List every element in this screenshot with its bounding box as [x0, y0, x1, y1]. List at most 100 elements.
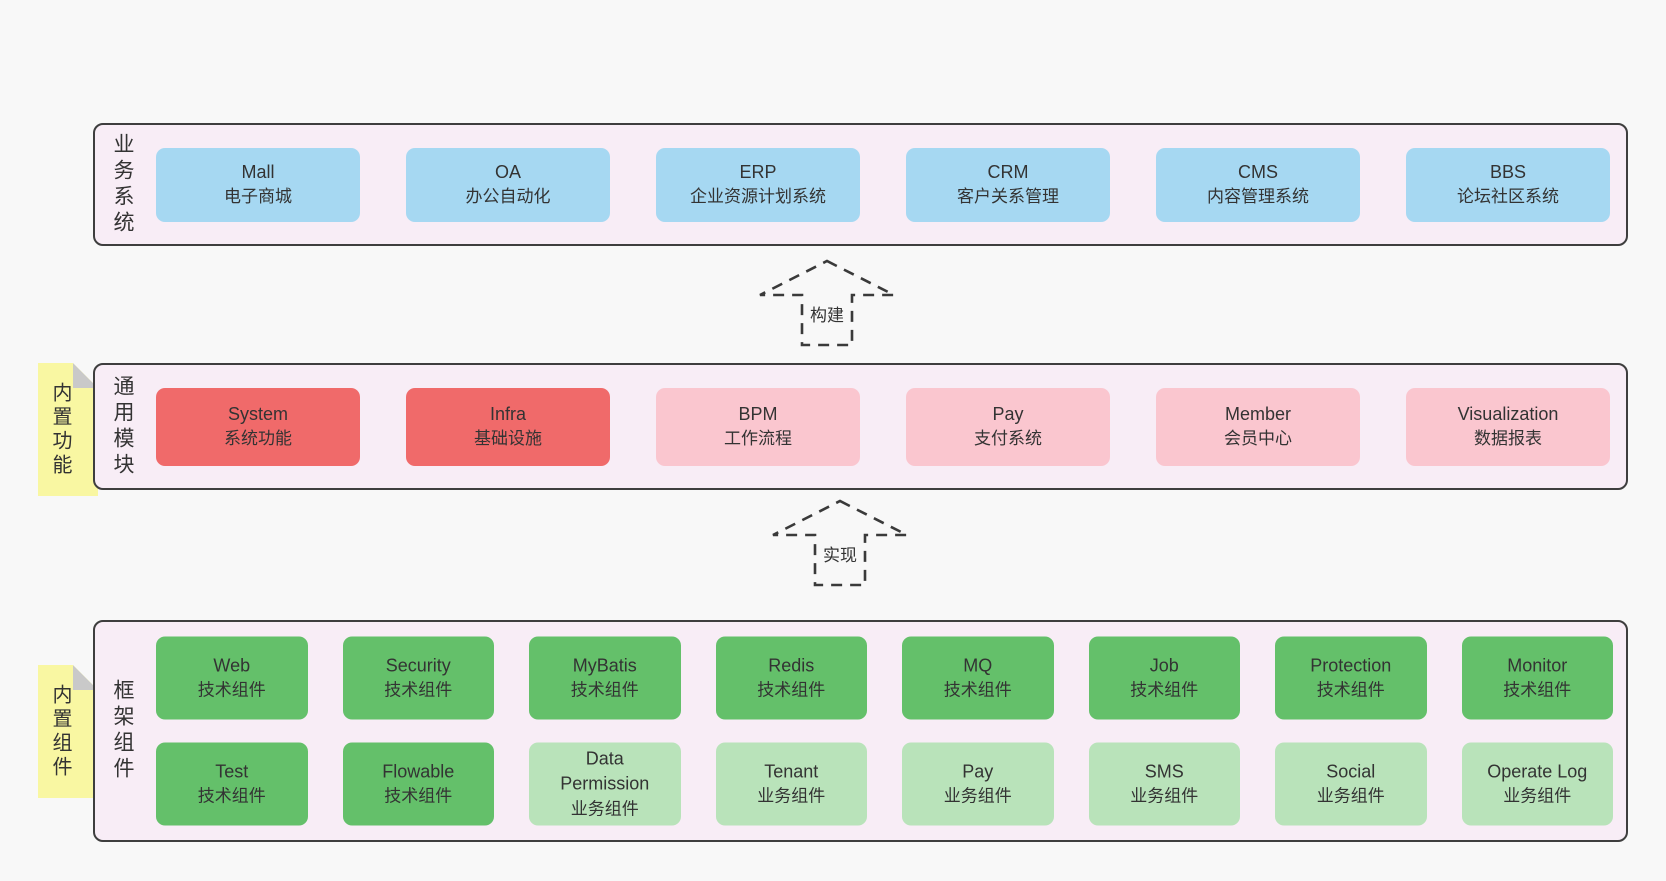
box-sms: SMS 业务组件 — [1088, 742, 1240, 826]
box-subtitle: 会员中心 — [1224, 429, 1292, 449]
band-label: 通用模块 — [111, 374, 134, 479]
box-subtitle: 业务组件 — [570, 799, 639, 819]
box-subtitle: 业务组件 — [757, 786, 826, 806]
box-title: Data Permission — [560, 748, 650, 794]
box-title: Social — [1326, 761, 1376, 782]
box-test: Test 技术组件 — [156, 742, 308, 826]
component-row-business: Test 技术组件 Flowable 技术组件 Data Permission … — [156, 742, 1613, 826]
box-title: MQ — [963, 655, 993, 676]
box-title: SMS — [1144, 761, 1184, 782]
implement-arrow: 实现 — [770, 498, 910, 588]
box-subtitle: 办公自动化 — [465, 187, 551, 207]
box-title: Mall — [241, 161, 275, 182]
box-mybatis: MyBatis 技术组件 — [529, 636, 681, 720]
box-title: ERP — [739, 161, 777, 182]
box-mall: Mall 电子商城 — [156, 147, 360, 222]
box-monitor: Monitor 技术组件 — [1461, 636, 1613, 720]
box-subtitle: 技术组件 — [570, 680, 639, 700]
box-member: Member 会员中心 — [1156, 387, 1360, 466]
box-subtitle: 业务组件 — [1503, 786, 1572, 806]
box-subtitle: 系统功能 — [224, 429, 292, 449]
box-subtitle: 支付系统 — [974, 429, 1042, 449]
band-business-systems: 业务系统 Mall 电子商城 OA 办公自动化 ERP 企业资源计划系统 CRM… — [93, 123, 1628, 246]
box-title: Protection — [1310, 655, 1392, 676]
box-title: Infra — [489, 403, 527, 424]
box-title: OA — [494, 161, 521, 182]
box-subtitle: 技术组件 — [1130, 680, 1199, 700]
box-title: Member — [1224, 403, 1291, 424]
band-framework-components: 框架组件 Web 技术组件 Security 技术组件 MyBatis 技术组件… — [93, 620, 1628, 842]
note-text: 内置功能 — [49, 381, 71, 478]
note-text: 内置组件 — [49, 683, 71, 780]
box-social: Social 业务组件 — [1275, 742, 1427, 826]
box-title: Visualization — [1457, 403, 1559, 424]
box-subtitle: 技术组件 — [1316, 680, 1385, 700]
arrow-label: 构建 — [805, 300, 849, 327]
box-infra: Infra 基础设施 — [406, 387, 610, 466]
box-title: CMS — [1238, 161, 1278, 182]
box-title: Test — [215, 761, 249, 782]
box-subtitle: 技术组件 — [943, 680, 1012, 700]
band-label: 框架组件 — [111, 679, 134, 783]
box-visualization: Visualization 数据报表 — [1406, 387, 1610, 466]
box-title: Redis — [768, 655, 815, 676]
box-subtitle: 企业资源计划系统 — [690, 187, 826, 207]
box-oa: OA 办公自动化 — [406, 147, 610, 222]
box-title: MyBatis — [572, 655, 637, 676]
up-arrow-dashed-icon — [772, 499, 908, 587]
box-subtitle: 数据报表 — [1474, 429, 1542, 449]
box-data-permission: Data Permission 业务组件 — [529, 742, 681, 826]
box-subtitle: 业务组件 — [1316, 786, 1385, 806]
box-protection: Protection 技术组件 — [1275, 636, 1427, 720]
band-label: 业务系统 — [111, 132, 134, 237]
box-web: Web 技术组件 — [156, 636, 308, 720]
box-title: BBS — [1489, 161, 1527, 182]
band-common-modules: 通用模块 System 系统功能 Infra 基础设施 BPM 工作流程 Pay… — [93, 363, 1628, 490]
box-subtitle: 技术组件 — [757, 680, 826, 700]
box-title: System — [227, 403, 288, 424]
module-boxes-row: System 系统功能 Infra 基础设施 BPM 工作流程 Pay 支付系统… — [156, 387, 1610, 466]
box-subtitle: 技术组件 — [384, 680, 453, 700]
box-bpm: BPM 工作流程 — [656, 387, 860, 466]
box-subtitle: 业务组件 — [943, 786, 1012, 806]
component-rows: Web 技术组件 Security 技术组件 MyBatis 技术组件 Redi… — [156, 636, 1613, 826]
box-subtitle: 业务组件 — [1130, 786, 1199, 806]
build-arrow: 构建 — [757, 258, 897, 348]
box-cms: CMS 内容管理系统 — [1156, 147, 1360, 222]
business-boxes-row: Mall 电子商城 OA 办公自动化 ERP 企业资源计划系统 CRM 客户关系… — [156, 147, 1610, 222]
box-pay-module: Pay 支付系统 — [906, 387, 1110, 466]
sticky-note-built-in-features: 内置功能 — [38, 363, 98, 496]
box-subtitle: 基础设施 — [474, 429, 542, 449]
box-title: Web — [213, 655, 251, 676]
box-subtitle: 内容管理系统 — [1207, 187, 1309, 207]
box-subtitle: 技术组件 — [1503, 680, 1572, 700]
box-title: Tenant — [764, 761, 819, 782]
box-subtitle: 工作流程 — [724, 429, 792, 449]
box-crm: CRM 客户关系管理 — [906, 147, 1110, 222]
box-subtitle: 技术组件 — [384, 786, 453, 806]
box-flowable: Flowable 技术组件 — [342, 742, 494, 826]
box-title: Operate Log — [1487, 761, 1588, 782]
box-operate-log: Operate Log 业务组件 — [1461, 742, 1613, 826]
box-bbs: BBS 论坛社区系统 — [1406, 147, 1610, 222]
box-title: Job — [1149, 655, 1179, 676]
box-mq: MQ 技术组件 — [902, 636, 1054, 720]
box-system: System 系统功能 — [156, 387, 360, 466]
sticky-note-built-in-components: 内置组件 — [38, 665, 98, 798]
box-subtitle: 客户关系管理 — [957, 187, 1059, 207]
box-pay-component: Pay 业务组件 — [902, 742, 1054, 826]
box-title: Security — [385, 655, 451, 676]
box-subtitle: 论坛社区系统 — [1457, 187, 1559, 207]
box-erp: ERP 企业资源计划系统 — [656, 147, 860, 222]
box-redis: Redis 技术组件 — [715, 636, 867, 720]
up-arrow-dashed-icon — [759, 259, 895, 347]
box-title: CRM — [987, 161, 1029, 182]
box-tenant: Tenant 业务组件 — [715, 742, 867, 826]
box-subtitle: 技术组件 — [197, 680, 266, 700]
box-title: Pay — [992, 403, 1024, 424]
box-title: Pay — [962, 761, 994, 782]
box-subtitle: 电子商城 — [224, 187, 292, 207]
box-security: Security 技术组件 — [342, 636, 494, 720]
component-row-tech: Web 技术组件 Security 技术组件 MyBatis 技术组件 Redi… — [156, 636, 1613, 720]
box-job: Job 技术组件 — [1088, 636, 1240, 720]
